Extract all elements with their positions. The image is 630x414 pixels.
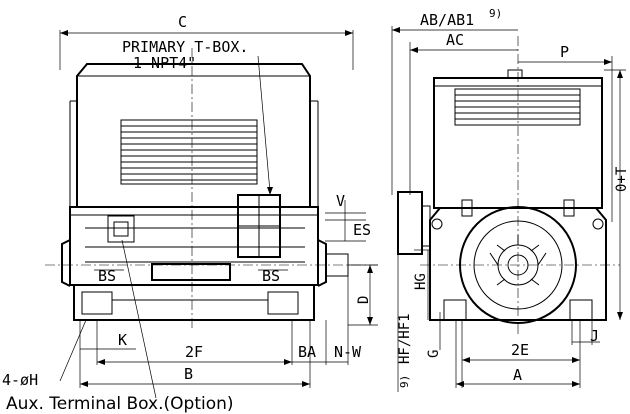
label-hf-hf1: HF/HF1 <box>397 313 413 364</box>
label-ba: BA <box>298 343 316 361</box>
side-view <box>45 48 378 330</box>
dim-hg: HG <box>413 249 430 320</box>
label-ac: AC <box>446 31 464 49</box>
label-es: ES <box>353 221 371 239</box>
label-a: A <box>513 366 522 384</box>
dim-g: G <box>426 312 442 358</box>
dim-bottom-side: K 2F BA N-W B <box>79 276 362 388</box>
label-4-phi-h: 4-øH <box>2 371 38 389</box>
aux-box-callout: Aux. Terminal Box.(Option) <box>6 239 234 414</box>
dim-hf: HF/HF1 9) <box>397 254 413 392</box>
dim-d: D <box>348 264 378 326</box>
dim-v-es: V ES <box>325 192 371 242</box>
label-0-t: 0+T <box>614 166 630 192</box>
label-primary-tbox-npt: 1-NPT4" <box>133 54 196 72</box>
label-bs-right: BS <box>262 267 280 285</box>
dim-ab-ac: AB/AB1 9) AC <box>391 7 518 195</box>
label-g: G <box>426 350 442 358</box>
label-bs-left: BS <box>98 267 116 285</box>
label-c: C <box>178 13 187 31</box>
label-primary-tbox: PRIMARY T-BOX. <box>122 38 248 56</box>
primary-tbox-callout: PRIMARY T-BOX. 1-NPT4" <box>122 38 273 195</box>
label-k: K <box>118 331 127 349</box>
hole-callout: 4-øH <box>2 319 87 389</box>
end-grill <box>454 88 581 126</box>
label-2e: 2E <box>511 341 529 359</box>
dim-0-t: 0+T <box>604 69 630 320</box>
dim-c: C <box>59 13 354 70</box>
label-hg: HG <box>413 273 429 290</box>
end-view <box>397 36 620 335</box>
label-ab-note: 9) <box>489 7 502 20</box>
label-hf-note: 9) <box>398 375 411 388</box>
label-b: B <box>184 365 193 383</box>
label-p: P <box>560 43 569 61</box>
label-aux-terminal-box: Aux. Terminal Box.(Option) <box>6 394 234 414</box>
label-n-w: N-W <box>334 343 362 361</box>
dim-p: P <box>518 43 613 222</box>
label-2f: 2F <box>185 343 203 361</box>
label-v: V <box>336 192 345 210</box>
dim-j: J <box>571 320 600 345</box>
side-grill <box>120 119 258 185</box>
label-ab-ab1: AB/AB1 <box>420 11 474 29</box>
dim-2e-a: 2E A <box>455 320 581 388</box>
label-j: J <box>590 327 599 345</box>
label-d: D <box>356 296 372 304</box>
